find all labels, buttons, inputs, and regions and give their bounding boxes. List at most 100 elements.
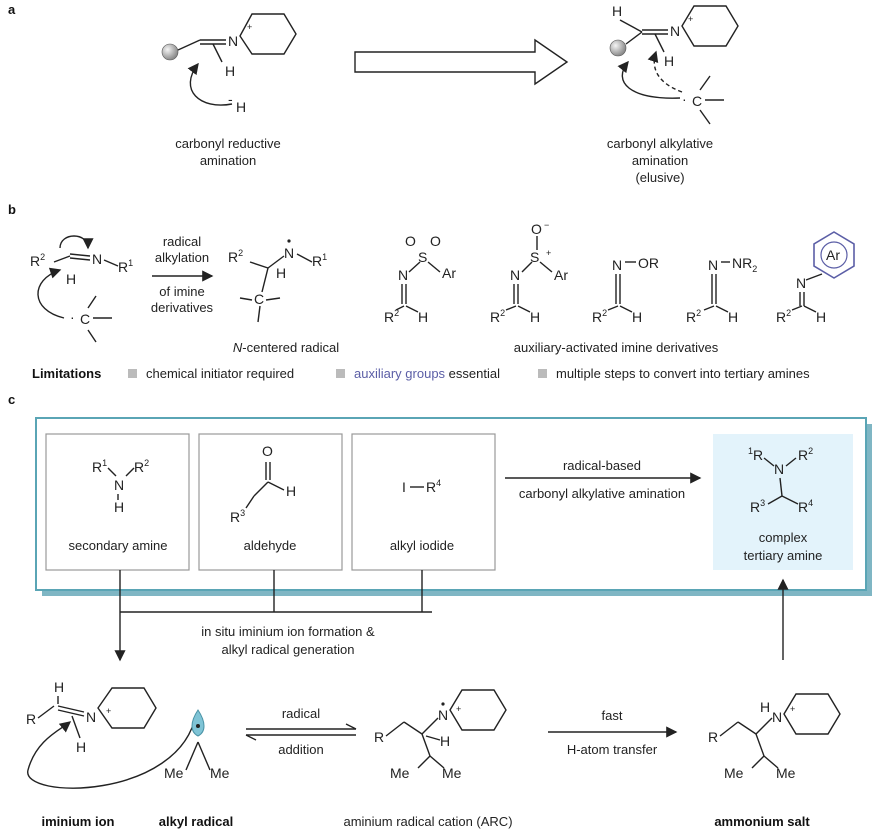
box-secondary-amine (45, 433, 190, 571)
svg-text:H: H (440, 733, 450, 749)
hat-label-top: fast (602, 708, 623, 723)
b-arrow-bottom-1: of imine (159, 284, 205, 299)
product-label-2: tertiary amine (744, 548, 823, 563)
alkyl-radical-structure: Me Me (164, 709, 230, 781)
svg-text:Ar: Ar (554, 267, 568, 283)
svg-text:N: N (796, 275, 806, 291)
svg-text:R2: R2 (384, 308, 399, 325)
svg-text:O: O (262, 443, 273, 459)
svg-text:N: N (774, 461, 784, 477)
radical-orbital-icon (191, 709, 205, 737)
svg-text:N: N (510, 267, 520, 283)
limitation-bullet-1 (128, 369, 137, 378)
svg-text:N: N (114, 477, 124, 493)
svg-text:NR2: NR2 (732, 255, 757, 274)
equilibrium-arrows (245, 723, 357, 741)
plus-right: + (688, 14, 693, 24)
caption-reductive-2: amination (200, 153, 256, 168)
n-centered-radical-structure: R2 N H R1 C (228, 239, 327, 323)
aux-imine-aryl: Ar N R2 H (776, 231, 855, 325)
label-iminium-ion: iminium ion (42, 814, 115, 829)
svg-text:+: + (546, 248, 551, 258)
svg-text:C: C (254, 291, 264, 307)
methyl-dot-right: · (682, 91, 687, 107)
svg-text:Me: Me (390, 765, 410, 781)
svg-text:H: H (418, 309, 428, 325)
n-atom-right: N (670, 23, 680, 39)
h-atom-right-top: H (612, 3, 622, 19)
svg-text:I: I (402, 479, 406, 495)
b-arrow-top-2: alkylation (155, 250, 209, 265)
aux-imine-hydrazone: N NR2 R2 H (686, 255, 757, 325)
n-centered-caption: N-centered radical (233, 340, 339, 355)
box-aldehyde (198, 433, 343, 571)
svg-text:S: S (418, 249, 427, 265)
svg-text:R2: R2 (776, 308, 791, 325)
svg-text:R2: R2 (592, 308, 607, 325)
radical-addition-label-top: radical (282, 706, 320, 721)
arrow-label-bottom: carbonyl alkylative amination (519, 486, 685, 501)
svg-text:R2: R2 (30, 252, 45, 269)
svg-text:R: R (374, 729, 384, 745)
svg-text:Ar: Ar (826, 247, 840, 263)
caption-alkylative-3: (elusive) (635, 170, 684, 185)
hat-label-bottom: H-atom transfer (567, 742, 658, 757)
svg-text:R2: R2 (490, 308, 505, 325)
svg-text:H: H (816, 309, 826, 325)
panel-label-c: c (8, 392, 15, 407)
svg-text:O: O (531, 221, 542, 237)
limitation-bullet-3 (538, 369, 547, 378)
svg-text:N: N (772, 709, 782, 725)
svg-text:Ar: Ar (442, 265, 456, 281)
box-alkyl-iodide (351, 433, 496, 571)
limitation-3: multiple steps to convert into tertiary … (556, 366, 810, 381)
plus-left: + (247, 22, 252, 32)
caption-alkylative-2: amination (632, 153, 688, 168)
svg-text:H: H (728, 309, 738, 325)
svg-text:Me: Me (164, 765, 184, 781)
iminium-left-structure: N + H - H (161, 13, 297, 115)
h-atom-left: H (225, 63, 235, 79)
svg-text:C: C (80, 311, 90, 327)
svg-text:H: H (632, 309, 642, 325)
svg-text:H: H (76, 739, 86, 755)
aux-caption: auxiliary-activated imine derivatives (514, 340, 719, 355)
aux-imine-sulfonyl: N S O O Ar R2 H (384, 233, 456, 325)
svg-text:N: N (708, 257, 718, 273)
secondary-amine-label: secondary amine (69, 538, 168, 553)
svg-text:R: R (708, 729, 718, 745)
svg-text:+: + (790, 704, 795, 714)
panel-label-a: a (8, 2, 16, 17)
box-tertiary-amine (713, 434, 853, 570)
aminium-radical-cation-structure: R N + H Me Me (374, 689, 507, 781)
svg-text:+: + (456, 704, 461, 714)
limitation-bullet-2 (336, 369, 345, 378)
svg-text:N: N (612, 257, 622, 273)
limitations-title: Limitations (32, 366, 101, 381)
svg-text:H: H (66, 271, 76, 287)
svg-text:R2: R2 (686, 308, 701, 325)
svg-text:N: N (398, 267, 408, 283)
svg-text:Me: Me (210, 765, 230, 781)
svg-text:R1: R1 (118, 258, 133, 275)
label-ammonium-salt: ammonium salt (714, 814, 810, 829)
svg-text:−: − (544, 220, 549, 230)
svg-text:OR: OR (638, 255, 659, 271)
b-arrow-bottom-2: derivatives (151, 300, 214, 315)
substrate-ball-icon (161, 43, 179, 61)
svg-text:H: H (114, 499, 124, 515)
svg-text:+: + (106, 706, 111, 716)
svg-text:R: R (26, 711, 36, 727)
svg-text:H: H (54, 679, 64, 695)
c-atom-right: C (692, 93, 702, 109)
limitation-2: auxiliary groups essential (354, 366, 500, 381)
label-alkyl-radical: alkyl radical (159, 814, 233, 829)
iminium-right-structure: H N + H · C (609, 3, 739, 125)
svg-text:·: · (70, 309, 75, 325)
reagent-connectors (114, 570, 432, 662)
svg-text:O: O (405, 233, 416, 249)
substrate-ball-right-icon (609, 39, 627, 57)
svg-text:Me: Me (442, 765, 462, 781)
svg-text:H: H (286, 483, 296, 499)
alkyl-iodide-label: alkyl iodide (390, 538, 454, 553)
